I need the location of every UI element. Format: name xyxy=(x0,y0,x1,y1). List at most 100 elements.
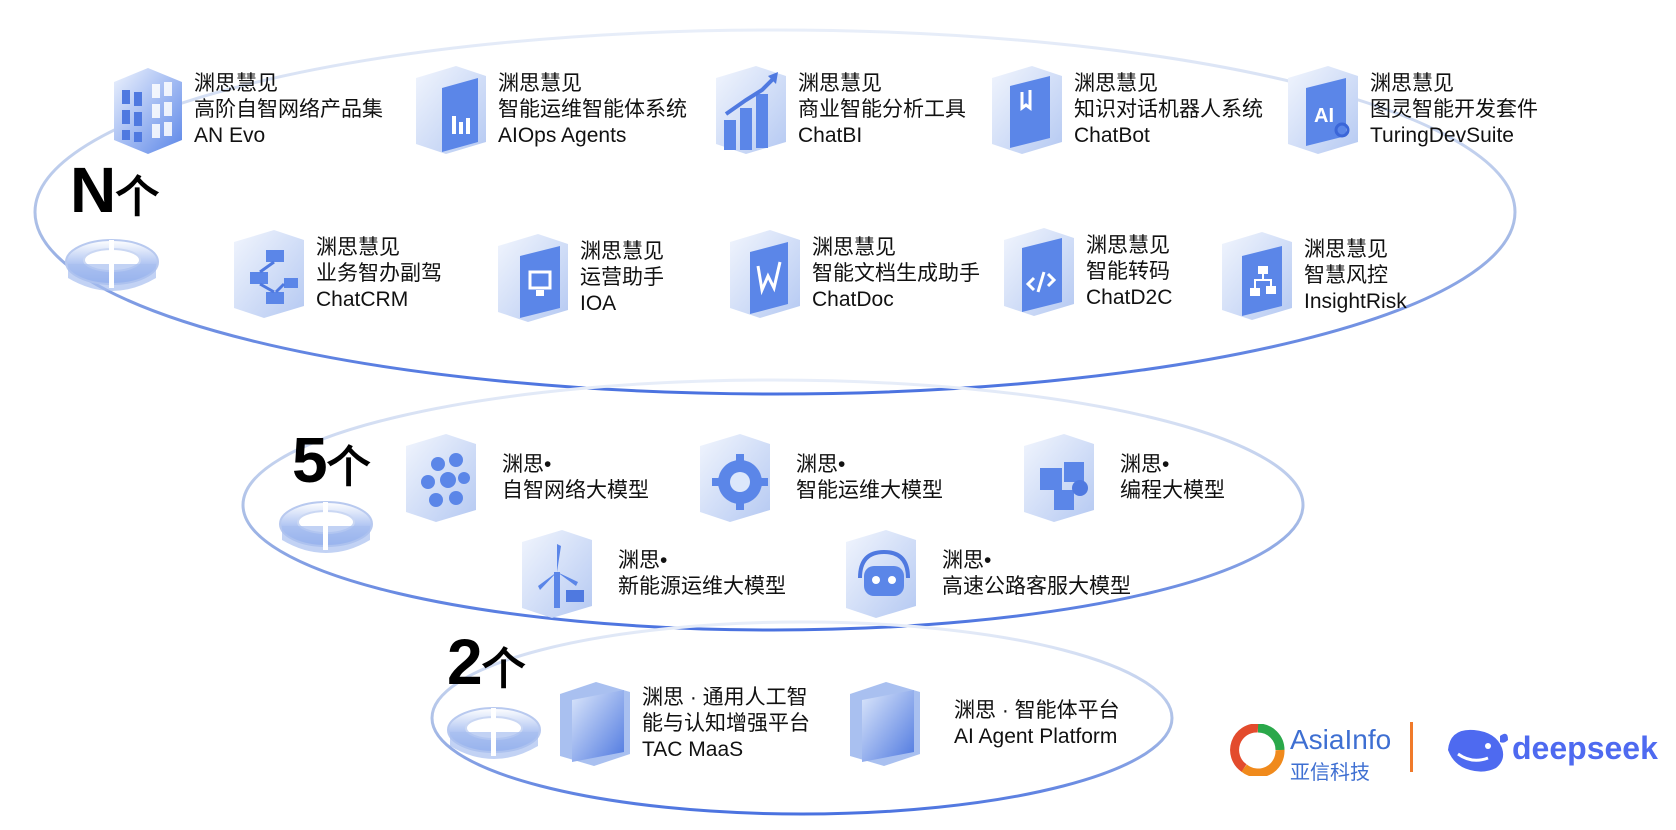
product-name: 智能运维智能体系统 xyxy=(498,98,687,121)
product-code: InsightRisk xyxy=(1304,290,1407,313)
model-brand: 渊思• xyxy=(796,453,846,476)
model-labels: 渊思• 高速公路客服大模型 xyxy=(942,548,1131,600)
product-aiops-agents: 渊思慧见 智能运维智能体系统 AIOps Agents xyxy=(412,64,687,156)
product-name: 知识对话机器人系统 xyxy=(1074,98,1263,121)
product-labels: 渊思慧见 运营助手 IOA xyxy=(580,239,664,317)
platform-tac-maas: 渊思 · 通用人工智 能与认知增强平台 TAC MaaS xyxy=(556,678,810,770)
model-brand: 渊思• xyxy=(618,549,668,572)
cube-platform-icon xyxy=(846,678,924,770)
model-autonomous-network: 渊思• 自智网络大模型 xyxy=(402,432,649,524)
model-intelligent-ops: 渊思• 智能运维大模型 xyxy=(696,432,943,524)
product-brand: 渊思慧见 xyxy=(1074,72,1158,95)
model-name: 智能运维大模型 xyxy=(796,479,943,502)
product-turingdevsuite: AI 渊思慧见 图灵智能开发套件 TuringDevSuite xyxy=(1284,64,1538,156)
model-name: 高速公路客服大模型 xyxy=(942,575,1131,598)
product-name: 图灵智能开发套件 xyxy=(1370,98,1538,121)
model-new-energy-ops: 渊思• 新能源运维大模型 xyxy=(518,528,786,620)
tier-count-main: 2 xyxy=(447,626,483,698)
product-brand: 渊思慧见 xyxy=(1304,238,1388,261)
platform-line: TAC MaaS xyxy=(642,738,744,761)
model-highway-service: 渊思• 高速公路客服大模型 xyxy=(842,528,1131,620)
product-chatbot: 渊思慧见 知识对话机器人系统 ChatBot xyxy=(988,64,1263,156)
deepseek-whale-icon xyxy=(1448,729,1508,772)
network-nodes-icon xyxy=(402,432,480,524)
tier-count-n: N个 xyxy=(70,158,159,222)
product-name: 高阶自智网络产品集 xyxy=(194,98,383,121)
product-labels: 渊思慧见 智能运维智能体系统 AIOps Agents xyxy=(498,71,687,149)
tier-ring-2 xyxy=(430,620,1174,816)
ring-segment-icon xyxy=(65,239,159,291)
model-labels: 渊思• 智能运维大模型 xyxy=(796,452,943,504)
product-name: 运营助手 xyxy=(580,266,664,289)
model-labels: 渊思• 编程大模型 xyxy=(1120,452,1225,504)
product-labels: 渊思慧见 图灵智能开发套件 TuringDevSuite xyxy=(1370,71,1538,149)
product-brand: 渊思慧见 xyxy=(798,72,882,95)
product-code: TuringDevSuite xyxy=(1370,124,1514,147)
code-blocks-icon xyxy=(1020,432,1098,524)
asiainfo-logo-icon xyxy=(1230,724,1285,776)
platform-line: 能与认知增强平台 xyxy=(642,712,810,735)
product-labels: 渊思慧见 知识对话机器人系统 ChatBot xyxy=(1074,71,1263,149)
platform-line: AI Agent Platform xyxy=(954,725,1118,748)
bar-chart-icon xyxy=(712,64,790,156)
platform-line: 渊思 · 通用人工智 xyxy=(642,686,808,709)
model-name: 编程大模型 xyxy=(1120,479,1225,502)
product-chatdoc: 渊思慧见 智能文档生成助手 ChatDoc xyxy=(726,228,980,320)
document-chart-icon xyxy=(412,64,490,156)
model-brand: 渊思• xyxy=(1120,453,1170,476)
product-code: ChatDoc xyxy=(812,288,894,311)
platform-labels: 渊思 · 通用人工智 能与认知增强平台 TAC MaaS xyxy=(642,685,810,763)
platform-line: 渊思 · 智能体平台 xyxy=(954,699,1120,722)
product-code: ChatD2C xyxy=(1086,286,1173,309)
ring-segment-icon xyxy=(279,501,373,553)
product-brand: 渊思慧见 xyxy=(1370,72,1454,95)
tier-ring-n xyxy=(33,28,1517,396)
book-icon xyxy=(988,64,1066,156)
model-brand: 渊思• xyxy=(502,453,552,476)
product-labels: 渊思慧见 智慧风控 InsightRisk xyxy=(1304,237,1407,315)
code-doc-icon xyxy=(1000,226,1078,318)
product-name: 业务智办副驾 xyxy=(316,262,442,285)
flowchart-icon xyxy=(230,228,308,320)
product-insightrisk: 渊思慧见 智慧风控 InsightRisk xyxy=(1218,230,1407,322)
monitor-doc-icon xyxy=(494,232,572,324)
product-code: ChatBot xyxy=(1074,124,1150,147)
risk-tree-icon xyxy=(1218,230,1296,322)
tier-count-main: N xyxy=(70,154,116,226)
model-labels: 渊思• 新能源运维大模型 xyxy=(618,548,786,600)
product-labels: 渊思慧见 高阶自智网络产品集 AN Evo xyxy=(194,71,383,149)
tier-count-2: 2个 xyxy=(447,630,526,694)
product-ioa: 渊思慧见 运营助手 IOA xyxy=(494,232,664,324)
grid-cube-icon xyxy=(108,64,186,156)
tier-ring-5 xyxy=(241,378,1305,632)
product-code: AIOps Agents xyxy=(498,124,627,147)
ai-gear-icon: AI xyxy=(1284,64,1362,156)
deepseek-name: deepseek xyxy=(1512,730,1658,766)
model-programming: 渊思• 编程大模型 xyxy=(1020,432,1225,524)
model-labels: 渊思• 自智网络大模型 xyxy=(502,452,649,504)
model-brand: 渊思• xyxy=(942,549,992,572)
tier-count-main: 5 xyxy=(292,424,328,496)
product-chatbi: 渊思慧见 商业智能分析工具 ChatBI xyxy=(712,64,966,156)
model-name: 自智网络大模型 xyxy=(502,479,649,502)
product-brand: 渊思慧见 xyxy=(194,72,278,95)
platform-labels: 渊思 · 智能体平台 AI Agent Platform xyxy=(954,698,1120,750)
product-code: ChatBI xyxy=(798,124,863,147)
product-code: ChatCRM xyxy=(316,288,409,311)
product-name: 智能转码 xyxy=(1086,260,1170,283)
product-name: 智慧风控 xyxy=(1304,264,1388,287)
partner-logos: AsiaInfo 亚信科技 deepseek xyxy=(1230,718,1658,788)
product-name: 商业智能分析工具 xyxy=(798,98,966,121)
product-brand: 渊思慧见 xyxy=(1086,234,1170,257)
asiainfo-en-name: AsiaInfo xyxy=(1290,724,1392,755)
ring-segment-icon xyxy=(447,707,541,759)
tier-count-5: 5个 xyxy=(292,428,371,492)
product-brand: 渊思慧见 xyxy=(498,72,582,95)
robot-headset-icon xyxy=(842,528,920,620)
cube-platform-icon xyxy=(556,678,634,770)
tier-count-unit: 个 xyxy=(481,645,526,694)
product-chatcrm: 渊思慧见 业务智办副驾 ChatCRM xyxy=(230,228,442,320)
product-chatd2c: 渊思慧见 智能转码 ChatD2C xyxy=(1000,226,1172,318)
